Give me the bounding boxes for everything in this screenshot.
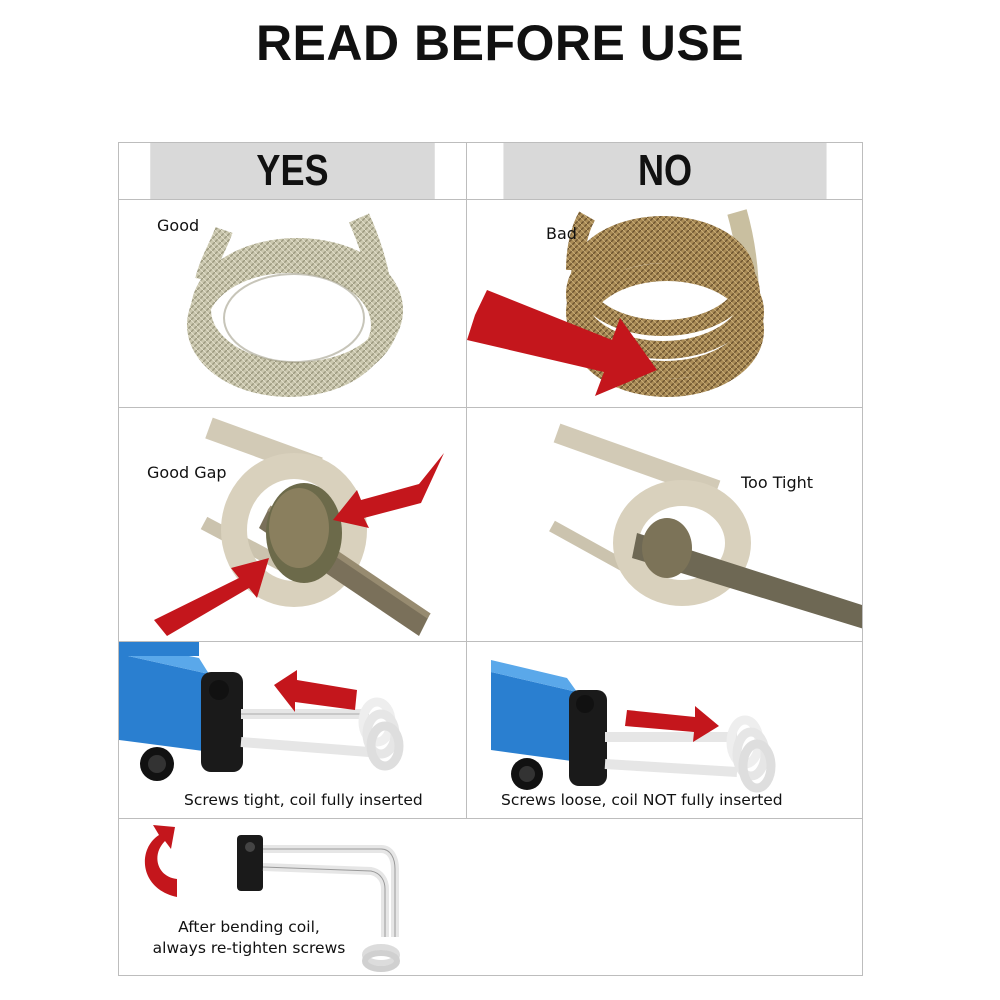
- row-divider: [119, 199, 862, 200]
- header-no: NO: [503, 143, 827, 199]
- label-too-tight: Too Tight: [741, 473, 814, 492]
- cell-retighten: After bending coil, always re-tighten sc…: [119, 819, 466, 975]
- row-divider: [119, 641, 862, 642]
- caption-screws-tight: Screws tight, coil fully inserted: [184, 791, 423, 809]
- red-arrow: [467, 290, 657, 396]
- curved-arrow-icon: [144, 825, 177, 897]
- header-yes: YES: [150, 143, 435, 199]
- row-divider: [119, 818, 862, 819]
- label-bad-text: Bad: [546, 224, 577, 243]
- coil-image-good: [187, 213, 403, 397]
- usage-table: YES NO Good: [118, 142, 863, 976]
- red-arrow: [274, 670, 357, 712]
- cell-screws-loose: Screws loose, coil NOT fully inserted: [467, 642, 862, 818]
- cell-good-coil: Good: [119, 200, 466, 407]
- cell-screws-tight: Screws tight, coil fully inserted: [119, 642, 466, 818]
- cell-empty: [467, 819, 862, 975]
- label-good-gap: Good Gap: [147, 463, 227, 482]
- page-title: READ BEFORE USE: [255, 15, 745, 71]
- coil-image-bad: [467, 209, 764, 397]
- red-arrow: [154, 558, 269, 636]
- label-good: Good: [157, 216, 200, 235]
- cell-good-gap: Good Gap: [119, 408, 466, 641]
- caption-retighten-line2: always re-tighten screws: [152, 939, 346, 957]
- coil-rod-image-good-gap: [154, 417, 444, 636]
- cell-too-tight: Too Tight: [467, 408, 862, 641]
- induction-heater-image-loose: [491, 660, 776, 793]
- red-arrow: [333, 453, 444, 528]
- caption-retighten: After bending coil, always re-tighten sc…: [119, 917, 379, 959]
- row-divider: [119, 407, 862, 408]
- induction-heater-image-tight: [119, 642, 404, 781]
- caption-retighten-line1: After bending coil,: [178, 918, 320, 936]
- column-divider: [466, 143, 467, 819]
- caption-screws-loose: Screws loose, coil NOT fully inserted: [501, 791, 783, 809]
- bent-coil-image: [144, 825, 400, 972]
- coil-rod-image-too-tight: [549, 423, 862, 629]
- cell-bad-coil: Bad: [467, 200, 862, 407]
- red-arrow: [625, 706, 719, 742]
